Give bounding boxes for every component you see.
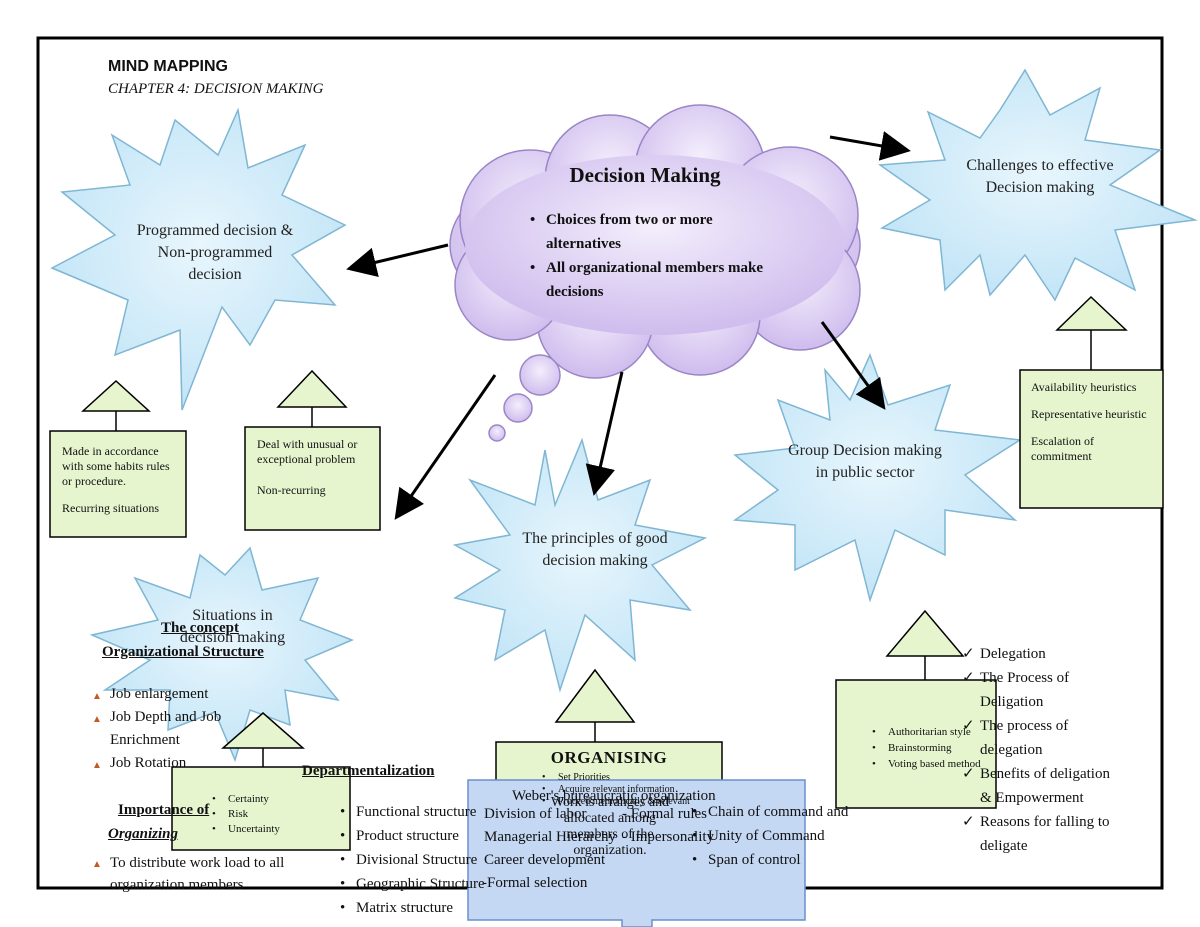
weber-right-item: - Formal rules	[622, 806, 707, 822]
node-programmed: Programmed decision & Non-programmed dec…	[136, 222, 294, 283]
weber-left-item: Division of labor	[484, 806, 587, 822]
box-challenges: Availability heuristics Representative h…	[1031, 380, 1157, 464]
box-text: Deal with unusual or exceptional problem	[257, 437, 358, 466]
dept-item: Divisional Structure	[338, 848, 518, 872]
delegation-item: Benefits of deligation & Empowerment	[962, 762, 1122, 810]
box-text: Escalation of commitment	[1031, 434, 1094, 463]
dept-item: Matrix structure	[338, 896, 518, 920]
star-principles	[452, 437, 708, 693]
delegation-item: The process of delegation	[962, 714, 1122, 762]
arrows	[346, 131, 911, 520]
org-structure-title: Organizational Structure	[102, 644, 264, 660]
box-text: Authoritarian style	[870, 724, 1000, 740]
dept-item: Functional structure	[338, 800, 518, 824]
box-text: Recurring situations	[62, 501, 159, 515]
header-subtitle: CHAPTER 4: DECISION MAKING	[108, 81, 324, 97]
cloud-bullet: All organizational members make decision…	[528, 256, 768, 304]
weber-text: Weber's bureaucratic organization	[512, 788, 716, 804]
departmentalization-title: Departmentalization	[302, 763, 435, 779]
box-text: Representative heuristic	[1031, 407, 1147, 421]
delegation-item: The Process of Deligation	[962, 666, 1122, 714]
box-programmed-left: Made in accordance with some habits rule…	[62, 444, 180, 516]
box-text: Made in accordance with some habits rule…	[62, 444, 170, 488]
box-text: Risk	[210, 807, 330, 822]
concept-title: The concept	[161, 620, 239, 636]
weber-left-item: -Formal selection	[482, 875, 588, 891]
box-principles: Set Priorities Acquire relevant informat…	[540, 772, 710, 808]
job-item: Job enlargement	[92, 683, 262, 708]
importance-item: To distribute work load to all organizat…	[92, 852, 322, 896]
job-list: Job enlargement Job Depth and Job Enrich…	[92, 683, 262, 777]
header-title: MIND MAPPING	[108, 58, 228, 75]
box-text: Voting based method	[870, 756, 1000, 772]
chain-item: Chain of command and	[690, 800, 890, 824]
cloud-bullet: Choices from two or more alternatives	[528, 208, 768, 256]
weber-left-item: Managerial Hierarchy	[484, 829, 617, 845]
box-text: Uncertainty	[210, 822, 330, 837]
box-programmed-right: Deal with unusual or exceptional problem…	[257, 437, 369, 498]
weber-left-list: Division of labor Managerial Hierarchy C…	[482, 803, 624, 895]
job-item: Job Depth and Job Enrichment	[92, 706, 262, 752]
chain-item: Unity of Command	[690, 824, 890, 848]
weber-left-item: Career development	[484, 852, 606, 868]
connector-lines	[115, 330, 1092, 767]
node-situations: Situations in decision making	[179, 607, 286, 646]
box-text: Brainstorming	[870, 740, 1000, 756]
box-text: Proceed methodically & relevant	[540, 796, 710, 808]
star-programmed	[50, 107, 347, 411]
cloud-bullets: Choices from two or more alternatives Al…	[528, 208, 768, 304]
node-principles: The principles of good decision making	[522, 530, 668, 569]
box-group: Authoritarian style Brainstorming Voting…	[870, 724, 1000, 772]
delegation-list: Delegation The Process of Deligation The…	[962, 642, 1122, 858]
chain-item: Span of control	[690, 848, 890, 872]
star-challenges	[877, 68, 1198, 302]
chain-list: Chain of command and Unity of Command Sp…	[690, 800, 890, 872]
organising-title: ORGANISING	[550, 748, 668, 767]
node-challenges: Challenges to effective Decision making	[966, 157, 1114, 196]
box-text: Certainty	[210, 792, 330, 807]
importance-title: Importance of	[118, 802, 210, 818]
box-text: Non-recurring	[257, 483, 326, 497]
organizing-title: Organizing	[108, 826, 179, 842]
box-text: Availability heuristics	[1031, 380, 1137, 394]
box-text: Acquire relevant information	[540, 784, 710, 796]
importance-list: To distribute work load to all organizat…	[92, 852, 322, 896]
box-situations: Certainty Risk Uncertainty	[210, 792, 330, 837]
job-item: Job Rotation	[92, 752, 262, 777]
weber-center-text: Work is arranges and allocated among mem…	[550, 795, 670, 858]
node-group: Group Decision making in public sector	[788, 442, 942, 481]
dept-item: Geographic Structure	[338, 872, 518, 896]
box-text: Set Priorities	[540, 772, 710, 784]
cloud-title: Decision Making	[569, 163, 721, 187]
dept-list: Functional structure Product structure D…	[338, 800, 518, 920]
star-group	[732, 352, 1023, 603]
dept-item: Product structure	[338, 824, 518, 848]
delegation-item: Delegation	[962, 642, 1122, 666]
delegation-item: Reasons for falling to deligate	[962, 810, 1122, 858]
